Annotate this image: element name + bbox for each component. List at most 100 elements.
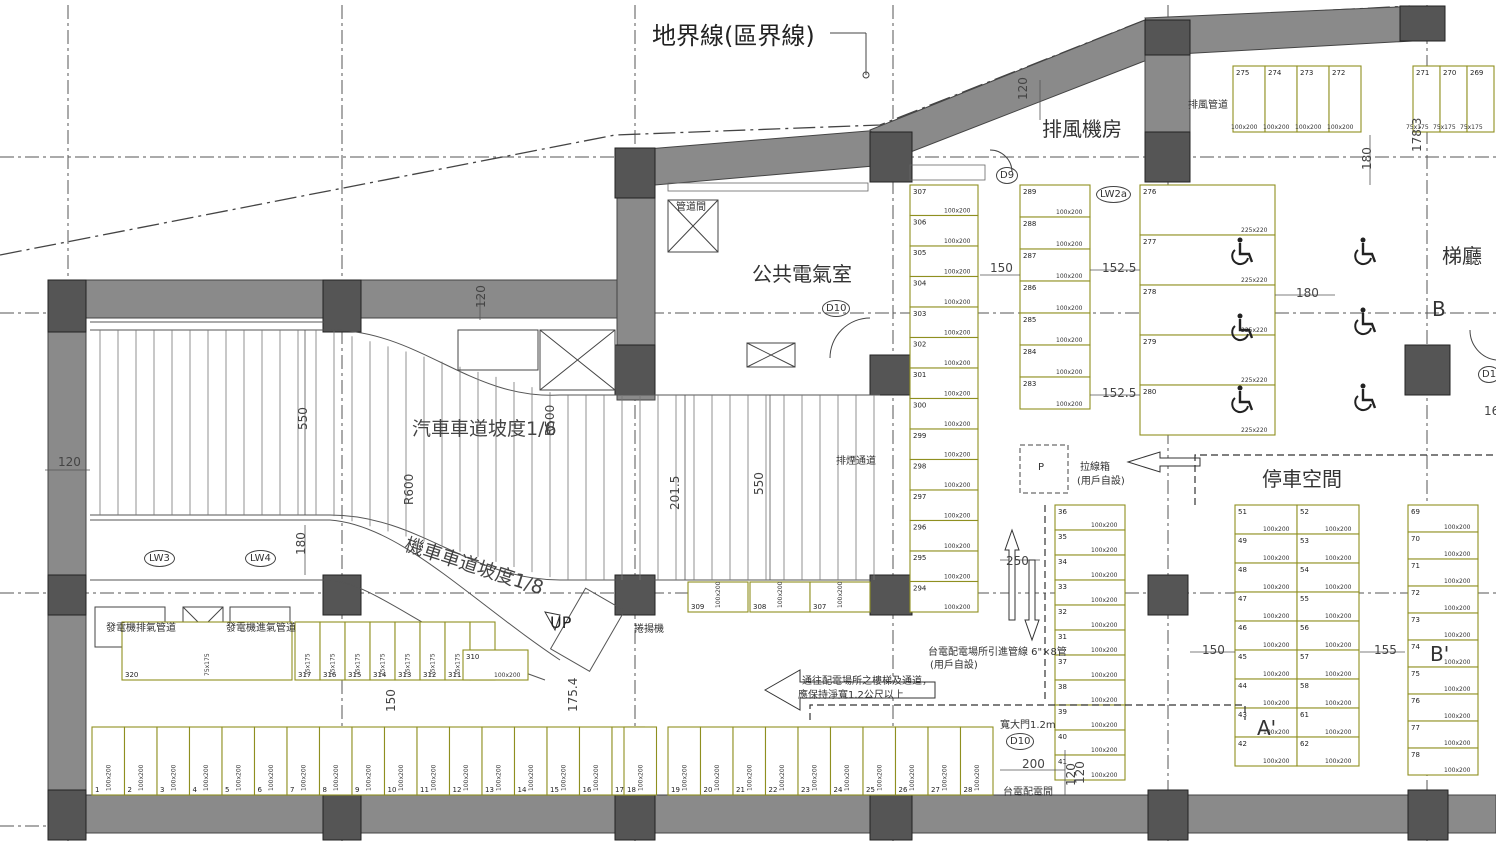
stall-size: 100x200	[430, 764, 437, 791]
stall-size: 75x175	[305, 653, 312, 676]
dim-9: 180	[1360, 147, 1374, 170]
stall-size: 100x200	[909, 764, 916, 791]
stall-number: 284	[1023, 348, 1037, 356]
stall-size: 100x200	[1325, 555, 1352, 562]
dim-20: 200	[1022, 757, 1045, 771]
stall-size: 100x200	[494, 672, 521, 679]
dim-17: 150	[384, 689, 398, 712]
stall-size: 100x200	[681, 764, 688, 791]
stall-size: 100x200	[203, 764, 210, 791]
stall-number: 54	[1300, 566, 1309, 574]
stall-number: 317	[298, 671, 311, 679]
stall-size: 100x200	[746, 764, 753, 791]
stall-number: 72	[1411, 589, 1420, 597]
stall-size: 100x200	[944, 482, 971, 489]
boundary-label: 地界線(區界線)	[652, 22, 815, 50]
taipower-note-1: 通往配電場所之樓梯及通道，	[802, 676, 932, 687]
stall-size: 100x200	[1325, 642, 1352, 649]
stall-number: 279	[1143, 338, 1156, 346]
stall-number: 33	[1058, 583, 1067, 591]
stall-number: 34	[1058, 558, 1067, 566]
stall-number: 10	[388, 786, 397, 794]
stall-number: 313	[398, 671, 411, 679]
stall-number: 277	[1143, 238, 1156, 246]
stall-size: 100x200	[1231, 124, 1258, 131]
dim-23: 155	[1374, 643, 1397, 657]
stall-size: 100x200	[1091, 747, 1118, 754]
car-ramp-label: 汽車車道坡度1/6	[412, 418, 557, 440]
stall-size: 100x200	[1444, 551, 1471, 558]
stall-size: 100x200	[944, 604, 971, 611]
stall-size: 100x200	[944, 391, 971, 398]
stall-top-right: 275 100x200	[1231, 65, 1266, 133]
dim-15: R600	[402, 473, 416, 505]
stall-number: 39	[1058, 708, 1067, 716]
gate-note: 寬大門1.2m	[1000, 720, 1056, 731]
stall-size: 100x200	[944, 421, 971, 428]
stall-size: 100x200	[235, 764, 242, 791]
stall-size: 100x200	[1091, 772, 1118, 779]
stall-number: 296	[913, 524, 927, 532]
stall-number: 36	[1058, 508, 1067, 516]
stall-size: 100x200	[268, 764, 275, 791]
stall-size: 225x220	[1241, 277, 1268, 284]
stall-number: 305	[913, 249, 926, 257]
exhaust-shaft-label: 排風管道	[1188, 100, 1228, 111]
up-label: UP	[550, 613, 572, 632]
stall-number: 301	[913, 371, 926, 379]
stall-size: 100x200	[1263, 729, 1290, 736]
dim-16: 180	[294, 532, 308, 555]
stall-size: 75x175	[204, 653, 211, 676]
stall-size: 100x200	[1325, 584, 1352, 591]
section-mark-b-lower: B'	[1430, 642, 1450, 666]
stall-number: 285	[1023, 316, 1036, 324]
dim-11: 550	[296, 407, 310, 430]
stall-size: 100x200	[1263, 584, 1290, 591]
stall-number: 23	[801, 786, 810, 794]
stall-size: 75x175	[430, 653, 437, 676]
stall-number: 298	[913, 463, 926, 471]
wheelchair-icon	[1231, 313, 1254, 341]
elec-room-label: 公共電氣室	[752, 262, 852, 286]
stall-number: 57	[1300, 653, 1309, 661]
stall-size: 100x200	[944, 360, 971, 367]
wheelchair-icon	[1354, 237, 1377, 265]
tag-d9: D9	[996, 167, 1019, 184]
stall-size: 100x200	[1056, 273, 1083, 280]
stall-number: 31	[1058, 633, 1067, 641]
stall-number: 275	[1236, 69, 1249, 77]
stall-number: 3	[160, 786, 164, 794]
stall-mid-b: 54 100x200	[1296, 562, 1360, 593]
stall-number: 75	[1411, 670, 1420, 678]
stall-size: 100x200	[365, 764, 372, 791]
stall-size: 100x200	[1444, 740, 1471, 747]
stall-number: 58	[1300, 682, 1309, 690]
stall-size: 100x200	[941, 764, 948, 791]
